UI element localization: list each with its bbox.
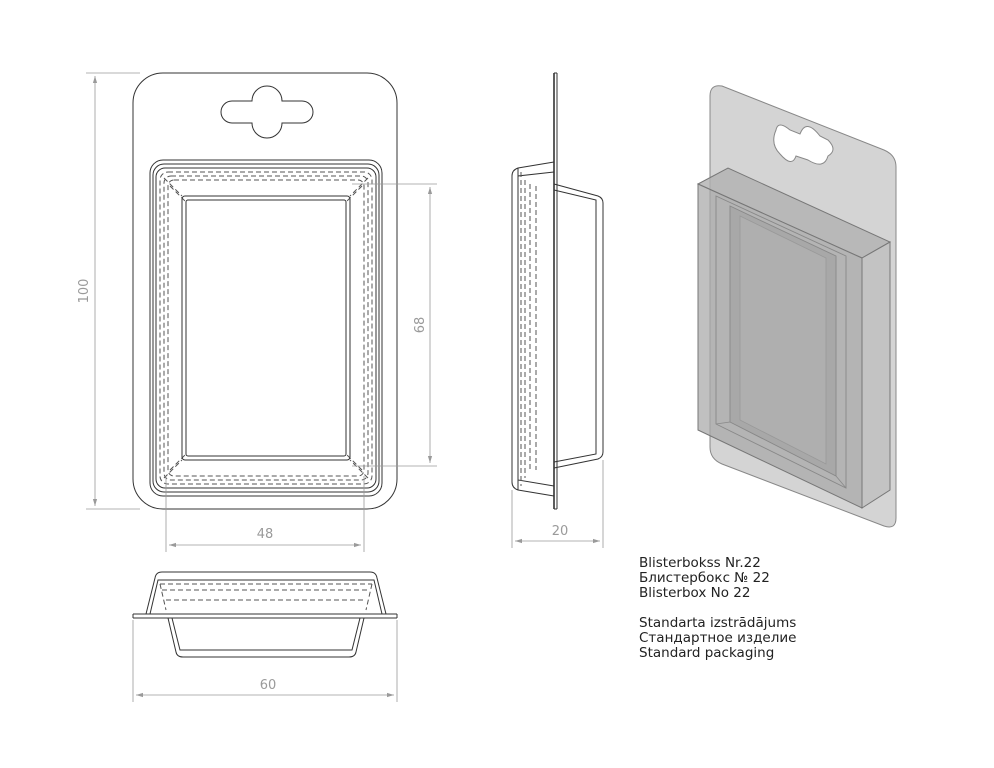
product-name-en: Blisterbox No 22 [639, 585, 751, 601]
dim-width-total: 60 [260, 678, 277, 693]
front-dimensions [86, 72, 437, 552]
product-name-ru: Блистербокс № 22 [639, 570, 770, 586]
side-dimensions [511, 460, 604, 548]
dim-height-inner: 68 [413, 317, 428, 334]
side-view [511, 72, 604, 510]
hang-hole [220, 85, 314, 139]
dim-height-total: 100 [77, 279, 92, 304]
product-type-ru: Стандартное изделие [639, 630, 797, 646]
side-blister [553, 183, 604, 469]
blister-outer [149, 159, 383, 497]
isometric-view [696, 85, 897, 528]
iso-hang-hole [773, 124, 834, 165]
card-outline [132, 72, 398, 510]
front-view [132, 72, 398, 510]
product-name-block: Blisterbokss Nr.22 Блистербокс № 22 Blis… [639, 556, 770, 601]
blister-inner [181, 195, 351, 461]
product-type-en: Standard packaging [639, 645, 775, 661]
bottom-dimensions [132, 620, 398, 702]
dim-width-inner: 48 [257, 527, 274, 542]
bottom-blister [167, 617, 365, 658]
product-name-lv: Blisterbokss Nr.22 [639, 555, 761, 571]
product-type-lv: Standarta izstrādājums [639, 615, 797, 631]
product-type-block: Standarta izstrādājums Стандартное издел… [639, 616, 796, 661]
dim-depth: 20 [552, 524, 569, 539]
bottom-view [132, 571, 398, 658]
